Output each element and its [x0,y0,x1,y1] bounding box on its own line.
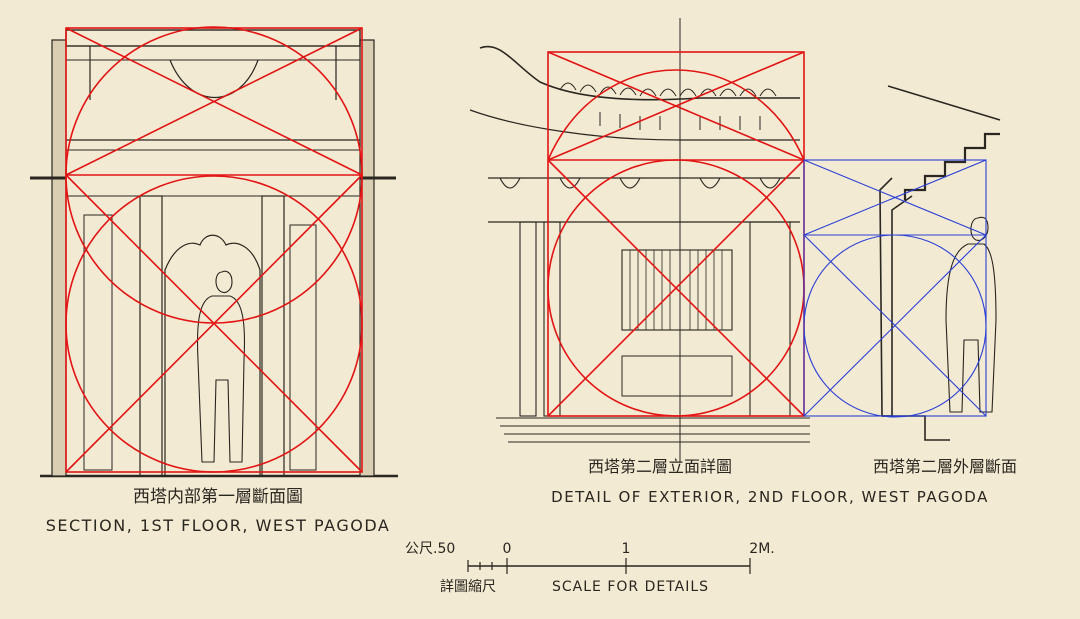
red-overlay-left [65,26,363,473]
scale-bar: 公尺.50 0 1 2M. 詳圖縮尺 SCALE FOR DETAILS [405,541,775,595]
wall-right-hatched [359,39,375,477]
column-left [139,195,163,477]
middle-title-cn: 西塔第二層立面詳圖 [588,457,732,476]
mid-diag-2 [547,51,805,161]
steps [496,417,810,443]
roof-tiles [559,82,777,130]
blue-overlay-right [803,159,987,418]
scale-label-en: SCALE FOR DETAILS [552,579,709,595]
blue-overlay-rect [803,159,987,417]
niche-arch [164,234,261,476]
scale-label-cn: 詳圖縮尺 [440,579,496,595]
human-figure-left [197,270,245,463]
section-drawing-left: 西塔内部第一層斷面圖 SECTION, 1ST FLOOR, WEST PAGO… [30,26,398,535]
elevation-drawing-middle: 西塔第二層立面詳圖 DETAIL OF EXTERIOR, 2ND FLOOR,… [469,18,989,506]
left-title-cn: 西塔内部第一層斷面圖 [133,487,303,507]
bracket-sets [499,177,781,189]
panel-right [289,224,317,471]
eave-curve [479,45,800,101]
overlay-diag-2 [65,27,363,176]
eave-lower [469,109,800,141]
scale-ticks [467,558,751,574]
roof-slope [887,85,1001,121]
panel-left [83,214,113,471]
scale-tick-0: 0 [503,541,512,557]
stepped-corbel [903,132,1000,200]
left-title-en: SECTION, 1ST FLOOR, WEST PAGODA [46,516,391,535]
mid-overlay-arc [547,69,805,161]
blue-circle [803,234,987,418]
human-figure-right [945,216,997,413]
scale-ratio: 公尺.50 [405,541,455,557]
lower-panel [621,355,733,397]
grille-bars [629,250,723,330]
scale-tick-2: 2M. [749,541,774,557]
mid-diag-4 [547,159,805,417]
column-right [261,195,285,477]
overlay-diag-4 [65,174,363,473]
blue-diag-4 [803,234,987,417]
middle-title-en: DETAIL OF EXTERIOR, 2ND FLOOR, WEST PAGO… [551,488,989,506]
right-title-cn: 西塔第二層外層斷面 [873,457,1017,476]
window-grille [621,249,733,331]
outer-section-drawing-right: 西塔第二層外層斷面 [803,85,1017,476]
elev-column-1 [519,221,537,417]
wall-left-hatched [51,39,67,477]
overlay-lower-circle [65,175,363,473]
scale-tick-1: 1 [622,541,631,557]
blue-diag-2 [803,159,987,236]
